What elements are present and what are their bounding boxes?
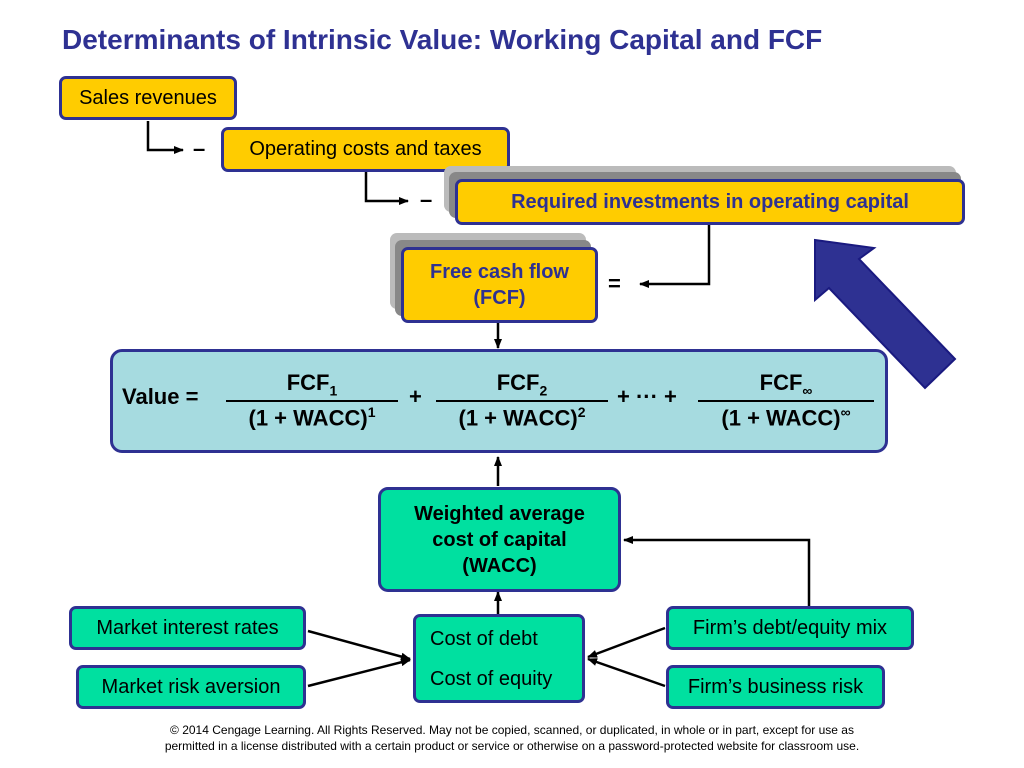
term2-numerator: FCF [496, 370, 540, 395]
debt-equity-mix-label: Firm’s debt/equity mix [692, 616, 888, 639]
term2-numerator-subscript: 2 [539, 382, 548, 399]
formula-ellipsis: + ··· + [617, 384, 677, 409]
arrow-mix-to-costs [587, 626, 666, 659]
formula-plus-1: + [409, 384, 422, 409]
arrow-business-to-costs [587, 657, 666, 688]
fcf-label-line2: (FCF) [473, 287, 526, 309]
market-risk-aversion-box: Market risk aversion [76, 665, 306, 709]
term1-denominator-exponent: 1 [367, 404, 376, 421]
minus-operator-2: – [420, 187, 433, 212]
term3-numerator-subscript: ∞ [802, 382, 813, 399]
term1-numerator-subscript: 1 [329, 382, 338, 399]
term1-numerator: FCF [286, 370, 330, 395]
operating-costs-box: Operating costs and taxes [221, 127, 510, 172]
footer-line-2: permitted in a license distributed with … [164, 739, 860, 753]
arrow-sales-to-opcosts [146, 121, 184, 154]
operating-costs-label: Operating costs and taxes [249, 138, 482, 160]
sales-revenues-box: Sales revenues [59, 76, 237, 120]
debt-equity-mix-box: Firm’s debt/equity mix [666, 606, 914, 650]
cost-of-equity-label: Cost of equity [430, 667, 553, 690]
big-blue-arrow [814, 238, 957, 390]
sales-revenues-label: Sales revenues [79, 86, 217, 109]
formula-term-1: FCF1 (1 + WACC)1 [226, 370, 398, 432]
required-investments-box: Required investments in operating capita… [455, 179, 965, 225]
term3-fraction-bar [698, 400, 874, 403]
term3-numerator: FCF [759, 370, 803, 395]
required-investments-label: Required investments in operating capita… [511, 190, 909, 213]
wacc-label-line2: cost of capital [432, 528, 567, 551]
term3-denominator-exponent: ∞ [840, 404, 851, 421]
minus-operator-1: – [193, 136, 206, 161]
cost-of-capital-components-box: Cost of debt Cost of equity [413, 614, 585, 703]
formula-term-2: FCF2 (1 + WACC)2 [436, 370, 608, 432]
market-interest-rates-box: Market interest rates [69, 606, 306, 650]
business-risk-box: Firm’s business risk [666, 665, 885, 709]
term2-fraction-bar [436, 400, 608, 403]
copyright-footer: © 2014 Cengage Learning. All Rights Rese… [0, 722, 1024, 754]
wacc-box: Weighted average cost of capital (WACC) [378, 487, 621, 592]
wacc-label-line1: Weighted average [414, 502, 585, 525]
term3-denominator: (1 + WACC) [721, 405, 841, 431]
arrow-investments-to-equals [639, 224, 711, 288]
business-risk-label: Firm’s business risk [687, 675, 864, 698]
arrow-risk-to-costs [307, 658, 411, 688]
term2-denominator: (1 + WACC) [458, 405, 578, 431]
arrow-rates-to-costs [307, 629, 411, 661]
wacc-label-line3: (WACC) [462, 554, 537, 577]
equals-operator: = [608, 271, 621, 296]
formula-term-3: FCF∞ (1 + WACC)∞ [698, 370, 874, 432]
formula-lhs: Value = [122, 384, 199, 409]
free-cash-flow-box: Free cash flow (FCF) [401, 247, 598, 323]
term1-denominator: (1 + WACC) [248, 405, 368, 431]
market-risk-aversion-label: Market risk aversion [101, 675, 281, 698]
market-interest-rates-label: Market interest rates [96, 616, 279, 639]
arrow-mix-to-wacc [623, 536, 811, 606]
arrow-opcosts-to-investments [364, 172, 409, 205]
term2-denominator-exponent: 2 [577, 404, 586, 421]
fcf-label-line1: Free cash flow [430, 261, 569, 283]
term1-fraction-bar [226, 400, 398, 403]
cost-of-debt-label: Cost of debt [430, 627, 538, 650]
slide-title: Determinants of Intrinsic Value: Working… [62, 24, 823, 55]
footer-line-1: © 2014 Cengage Learning. All Rights Rese… [170, 723, 854, 737]
